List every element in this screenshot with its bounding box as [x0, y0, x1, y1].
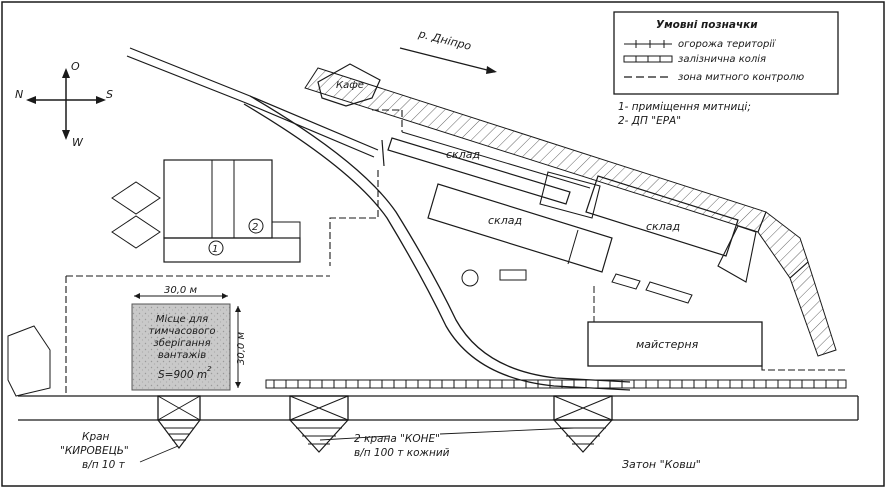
storage-text-3: зберігання — [153, 337, 210, 349]
marker-2: 2 — [252, 222, 258, 233]
storage-height-label: 30,0 м — [236, 332, 247, 365]
crane-kone-2 — [552, 395, 614, 453]
railway-upper — [126, 47, 379, 158]
crane-kirovets-capacity: в/п 10 т — [82, 459, 126, 471]
basin-label: Затон "Ковш" — [622, 458, 701, 471]
warehouse-right: склад — [585, 175, 757, 283]
left-building — [7, 325, 51, 397]
top-fence-embankment — [304, 67, 837, 357]
compass-south: S — [106, 88, 113, 101]
customs-block: 2 1 — [111, 159, 301, 263]
marker-1: 1 — [212, 244, 218, 255]
storage-text-4: вантажів — [158, 349, 206, 361]
compass-east: O — [71, 60, 80, 73]
crane-kone-name: 2 крана "КОНЕ" — [354, 433, 440, 445]
warehouse-right-label: склад — [646, 220, 680, 233]
workshop-label: майстерня — [636, 338, 699, 351]
small-structures — [461, 269, 693, 304]
legend-fence-label: огорожа території — [678, 38, 776, 50]
quay-rail — [265, 379, 847, 389]
crane-kirovets — [156, 395, 202, 449]
cafe-label: Кафе — [336, 80, 364, 91]
crane-kone-capacity: в/п 100 т кожний — [354, 447, 450, 459]
cafe-building: Кафе — [317, 63, 381, 107]
storage-text-1: Місце для — [156, 313, 208, 325]
warehouse-top-label: склад — [446, 148, 480, 161]
crane-kone-1 — [288, 395, 350, 453]
warehouse-middle-label: склад — [488, 214, 522, 227]
storage-area: 30,0 м 30,0 м Місце для тимчасового збер… — [131, 285, 247, 391]
compass-rose: O N S W — [15, 60, 113, 149]
storage-text-2: тимчасового — [149, 326, 216, 337]
crane-kirovets-model: "КИРОВЕЦЬ" — [60, 445, 129, 457]
storage-width-label: 30,0 м — [164, 285, 197, 296]
note-customs: 1- приміщення митниці; — [618, 101, 751, 113]
storage-area-label: S=900 m — [158, 369, 207, 381]
note-era: 2- ДП "ЕРА" — [618, 115, 681, 127]
compass-north: N — [15, 88, 23, 101]
legend: Умовні позначки огорожа території залізн… — [613, 11, 839, 95]
customs-control-zone — [65, 275, 846, 396]
legend-rail-label: залізнична колія — [678, 53, 766, 65]
crane-kirovets-name: Кран — [82, 431, 110, 443]
inner-fence — [329, 109, 591, 266]
railway-main — [243, 95, 631, 391]
workshop-building: майстерня — [587, 321, 763, 367]
storage-area-sup: 2 — [207, 365, 212, 373]
legend-title: Умовні позначки — [656, 19, 758, 31]
river-indicator: р. Дніпро — [399, 27, 497, 74]
legend-customs-label: зона митного контролю — [678, 72, 804, 83]
warehouse-top: склад — [387, 137, 571, 205]
compass-west: W — [72, 136, 84, 149]
river-label: р. Дніпро — [416, 27, 473, 53]
warehouse-middle: склад — [427, 171, 613, 273]
